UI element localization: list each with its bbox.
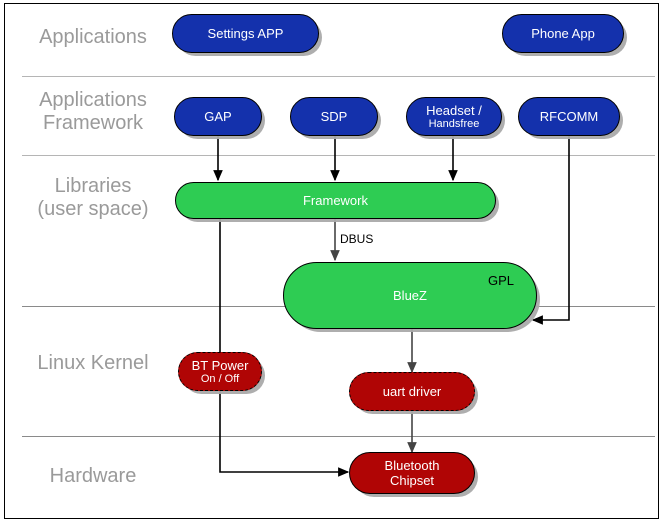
- node-rfcomm-label: RFCOMM: [539, 109, 599, 124]
- node-settings-app[interactable]: Settings APP: [172, 14, 319, 53]
- divider-applications: [22, 76, 655, 77]
- layer-label-linux-kernel: Linux Kernel: [37, 352, 149, 374]
- node-bt-power[interactable]: BT Power On / Off: [178, 352, 262, 391]
- node-headset-handsfree-label-line2: Handsfree: [428, 117, 480, 130]
- layer-label-applications: Applications: [39, 26, 147, 48]
- diagram-outer-border: [4, 3, 659, 519]
- node-bluez-label: BlueZ: [393, 288, 427, 303]
- node-bt-power-label-line2: On / Off: [200, 372, 240, 385]
- node-gap-label: GAP: [204, 109, 232, 124]
- node-bluetooth-chipset-label-line1: Bluetooth: [384, 458, 440, 473]
- node-sdp[interactable]: SDP: [290, 97, 378, 136]
- node-settings-app-label: Settings APP: [207, 26, 284, 41]
- node-uart-driver[interactable]: uart driver: [349, 372, 475, 411]
- node-bluetooth-chipset[interactable]: Bluetooth Chipset: [349, 452, 475, 494]
- node-headset-handsfree-label-line1: Headset /: [426, 102, 482, 118]
- node-bluetooth-chipset-label-line2: Chipset: [389, 473, 435, 488]
- layer-label-libraries: Libraries (user space): [37, 175, 149, 220]
- divider-linux-kernel: [22, 436, 655, 437]
- layer-label-hardware: Hardware: [49, 465, 137, 487]
- edge-framework-to-chipset: [219, 218, 350, 477]
- node-bt-power-label-line1: BT Power: [191, 357, 249, 373]
- node-bluez-license-tag: GPL: [487, 273, 514, 288]
- node-headset-handsfree[interactable]: Headset / Handsfree: [406, 97, 502, 136]
- divider-applications-framework: [22, 155, 655, 156]
- node-sdp-label: SDP: [320, 109, 348, 124]
- edge-label-dbus: DBUS: [340, 232, 374, 246]
- node-gap[interactable]: GAP: [174, 97, 262, 136]
- node-framework-label: Framework: [302, 193, 368, 208]
- layer-label-applications-framework: Applications Framework: [39, 89, 147, 134]
- node-phone-app-label: Phone App: [531, 26, 595, 41]
- node-uart-driver-label: uart driver: [382, 384, 442, 399]
- node-phone-app[interactable]: Phone App: [502, 14, 624, 53]
- node-framework[interactable]: Framework: [175, 182, 496, 219]
- node-bluez[interactable]: GPL BlueZ: [283, 262, 537, 329]
- edge-rfcomm-to-bluez: [531, 136, 570, 325]
- node-rfcomm[interactable]: RFCOMM: [518, 97, 620, 136]
